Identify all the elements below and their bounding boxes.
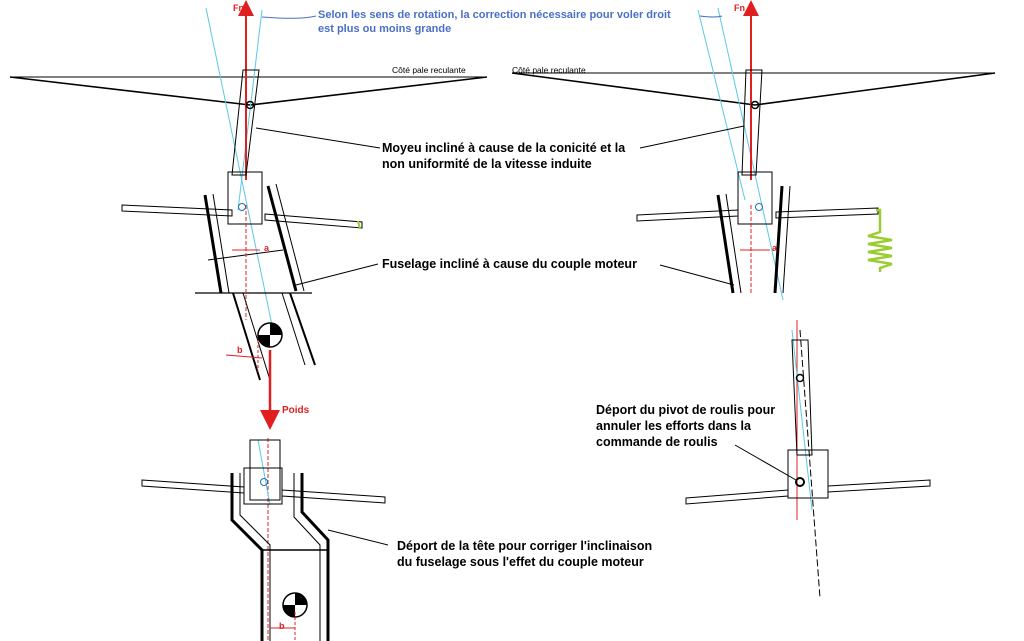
fuselage-note: Fuselage incliné à cause du couple moteu… [382, 257, 637, 271]
mast-left [231, 69, 260, 176]
head-offset-note-line2: du fuselage sous l'effet du couple moteu… [397, 555, 644, 569]
hub-leader-right [639, 125, 745, 149]
roll-pivot [795, 477, 805, 487]
fuselage-offset-right-2 [293, 473, 321, 641]
head-offset-leader [327, 529, 389, 546]
fuselage-left-side-1 [203, 194, 223, 294]
bar-bottom-left-1 [141, 479, 245, 494]
lower-fuselage-left-1 [232, 292, 261, 381]
top-right-rotor [511, 0, 996, 301]
lower-fuselage-right-2 [281, 292, 306, 366]
blade-cone-right [511, 72, 996, 106]
head-offset-note-line1: Déport de la tête pour corriger l'inclin… [397, 539, 653, 553]
rotation-note-line2: est plus ou moins grande [318, 23, 452, 35]
spring [867, 208, 893, 272]
hub-note-line2: non uniformité de la vitesse induite [382, 157, 592, 171]
fuselage-offset-left-1 [230, 473, 264, 641]
angle-a-label-left: a [264, 243, 270, 253]
cg-symbol-top [257, 322, 283, 348]
fn-label-right: Fn [734, 3, 745, 13]
hub-right [750, 100, 760, 110]
bar-left-2 [264, 213, 363, 229]
lower-fuselage-left-2 [242, 292, 271, 381]
fuselage-right-side-2 [275, 183, 305, 292]
blade-cone-left [9, 76, 488, 106]
hub-note-line1: Moyeu incliné à cause de la conicité et … [382, 141, 626, 155]
bar-left-1 [121, 204, 233, 217]
roll-axis-dashdot [799, 329, 821, 599]
roll-pivot-leader [734, 444, 797, 481]
axis-line-right-2 [697, 9, 746, 201]
fuselage-left-side-2 [212, 193, 230, 294]
fuselage-leader-right [659, 264, 735, 286]
fuselage-r-right-1 [773, 185, 784, 294]
rotor-head-left [227, 171, 263, 225]
bar-end-marker [357, 220, 361, 230]
hub-bottom-right [795, 373, 805, 383]
bar-bottom-left-2 [281, 489, 386, 504]
mast-bottom-right [791, 339, 813, 456]
bar-bottom-right-2 [827, 479, 931, 493]
bar-right-1 [636, 209, 739, 222]
fn-label-left: Fn [233, 3, 244, 13]
pivot-bottom-left [260, 478, 268, 486]
mast-bottom-left [249, 439, 281, 501]
rotation-note-leader-right [699, 15, 723, 18]
axis-line-left-2 [237, 9, 263, 211]
rotor-head-bottom-left [243, 467, 283, 505]
lower-fuselage-right-1 [289, 292, 316, 366]
top-left-rotor [9, 0, 488, 430]
rotor-head-bottom-right [787, 449, 829, 499]
mast-right [741, 69, 763, 176]
rotation-note-line1: Selon les sens de rotation, la correctio… [318, 9, 671, 21]
fuselage-right-side-1 [266, 185, 298, 292]
bar-right-2 [775, 207, 879, 219]
fuselage-r-left-1 [716, 194, 735, 294]
axis-line-bottom-right [791, 329, 813, 511]
weight-label: Poids [282, 405, 310, 416]
retreating-blade-label-right: Côté pale reculante [512, 65, 586, 75]
roll-pivot-note-line2: annuler les efforts dans la [596, 419, 751, 433]
fuselage-r-left-2 [725, 193, 742, 294]
axis-line-bottom-left [257, 439, 271, 506]
fuselage-offset-right-1 [300, 473, 330, 641]
fuselage-leader-left [295, 263, 379, 286]
axis-line-left [205, 7, 274, 331]
fuselage-offset-left-2 [239, 473, 271, 641]
roll-pivot-note-line3: commande de roulis [596, 435, 718, 449]
pivot-right [755, 203, 763, 211]
rotation-note-leader-left [261, 15, 317, 19]
hub-left [245, 100, 255, 110]
offset-b-label-bottom: b [279, 621, 285, 631]
bottom-left-head-offset [141, 438, 389, 641]
bottom-right-roll-pivot [685, 320, 931, 599]
pivot-left [238, 203, 246, 211]
retreating-blade-label-left: Côté pale reculante [392, 65, 466, 75]
offset-b-line-top [225, 354, 263, 359]
rotor-head-right [737, 171, 773, 225]
hub-leader-left [255, 127, 381, 149]
offset-b-label-top: b [237, 345, 243, 355]
roll-pivot-note-line1: Déport du pivot de roulis pour [596, 403, 776, 417]
angle-a-label-right: a [772, 243, 778, 253]
fuselage-r-right-2 [782, 185, 791, 294]
bar-bottom-right-1 [685, 489, 789, 505]
